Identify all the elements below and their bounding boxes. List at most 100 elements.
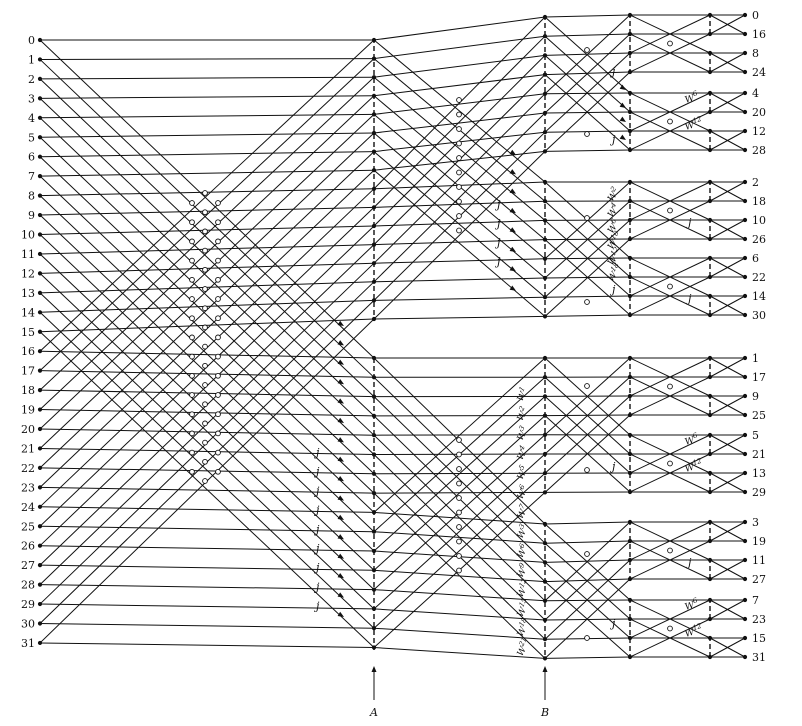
crossing-node [202,382,208,388]
signal-line [709,559,746,580]
crossing-node [215,296,221,302]
arrow-head [337,592,344,598]
signal-line [709,14,746,35]
arrow-head [337,475,344,482]
signal-line [544,414,631,493]
signal-line [373,16,546,41]
signal-line [544,111,631,114]
signal-line [544,540,631,621]
crossing-node [215,372,221,379]
input-index-label: 1 [28,53,35,66]
stage-marker-a: A [369,706,378,719]
input-index-label: 8 [28,190,35,203]
signal-line [39,175,375,494]
crossing-node [456,567,462,574]
output-index-label: 19 [752,535,766,548]
crossing-node [202,478,208,484]
input-node [37,212,43,218]
arrow-head [337,456,344,462]
j-label: j [494,255,501,268]
signal-line [39,151,375,158]
crossing-node [202,286,208,292]
j-label: j [313,580,320,593]
signal-line [629,276,711,316]
signal-line [373,647,546,659]
signal-line [373,112,546,134]
j-label: j [494,236,501,249]
input-node [37,601,43,607]
output-index-label: 17 [752,371,766,384]
input-node [37,563,43,568]
input-node [37,135,43,140]
input-index-label: 18 [21,384,35,397]
crossing-node [215,392,221,398]
output-index-label: 16 [752,28,766,41]
input-index-label: 23 [21,481,35,494]
signal-line [39,603,375,610]
signal-line [373,315,546,320]
crossing-node [215,430,221,437]
input-node [37,368,43,373]
input-node [37,290,43,295]
crossing-node [456,437,462,443]
j-label: j [313,446,320,459]
twiddle-factor: W6 [683,89,701,106]
crossing-node [667,625,673,632]
crossing-node [215,449,221,456]
input-index-label: 13 [21,287,35,300]
arrow-head [509,266,516,272]
signal-line [544,14,631,18]
signal-line [629,181,711,221]
output-index-label: 7 [752,594,759,607]
arrow-head [337,359,344,365]
arrow-head [619,84,626,90]
signal-line [373,93,546,264]
arrow-head [337,611,344,617]
signal-line [629,92,711,132]
twiddle-factor: W2 [513,404,531,423]
output-node [742,538,748,544]
crossing-node [202,209,208,216]
j-label: j [313,600,320,613]
signal-line [39,370,375,378]
arrow-head [509,169,516,175]
signal-line [373,151,546,320]
output-node [742,451,748,457]
signal-line [709,257,746,278]
twiddle-factor: W18 [604,261,625,284]
input-index-label: 31 [21,637,35,650]
signal-line [544,540,631,544]
signal-line [373,16,546,190]
signal-line [544,33,631,114]
output-node [742,12,748,18]
crossing-node [189,238,195,245]
arrow-head [619,102,626,108]
signal-line [709,92,746,113]
signal-line [373,219,546,227]
twiddle-factor: W6 [683,431,701,448]
twiddle-factor: W21 [513,636,533,658]
j-label: j [609,65,616,78]
signal-line [373,376,546,544]
output-index-label: 30 [752,309,766,322]
crossing-node [215,334,221,341]
signal-line [544,52,631,133]
signal-line [39,76,375,391]
signal-line [544,656,631,659]
signal-line [629,599,711,639]
twiddle-factor: W12 [683,457,705,475]
output-index-label: 21 [752,448,766,461]
signal-line [39,311,375,629]
input-index-label: 10 [21,229,35,242]
input-node [37,329,43,334]
signal-line [709,52,746,73]
input-node [37,388,43,393]
signal-line [709,357,746,378]
signal-line [629,540,711,580]
crossing-node [456,227,462,234]
crossing-node [189,276,195,283]
arrow-head [542,666,548,672]
crossing-node [584,215,590,221]
input-index-label: 12 [21,267,35,280]
input-index-label: 3 [28,92,35,105]
